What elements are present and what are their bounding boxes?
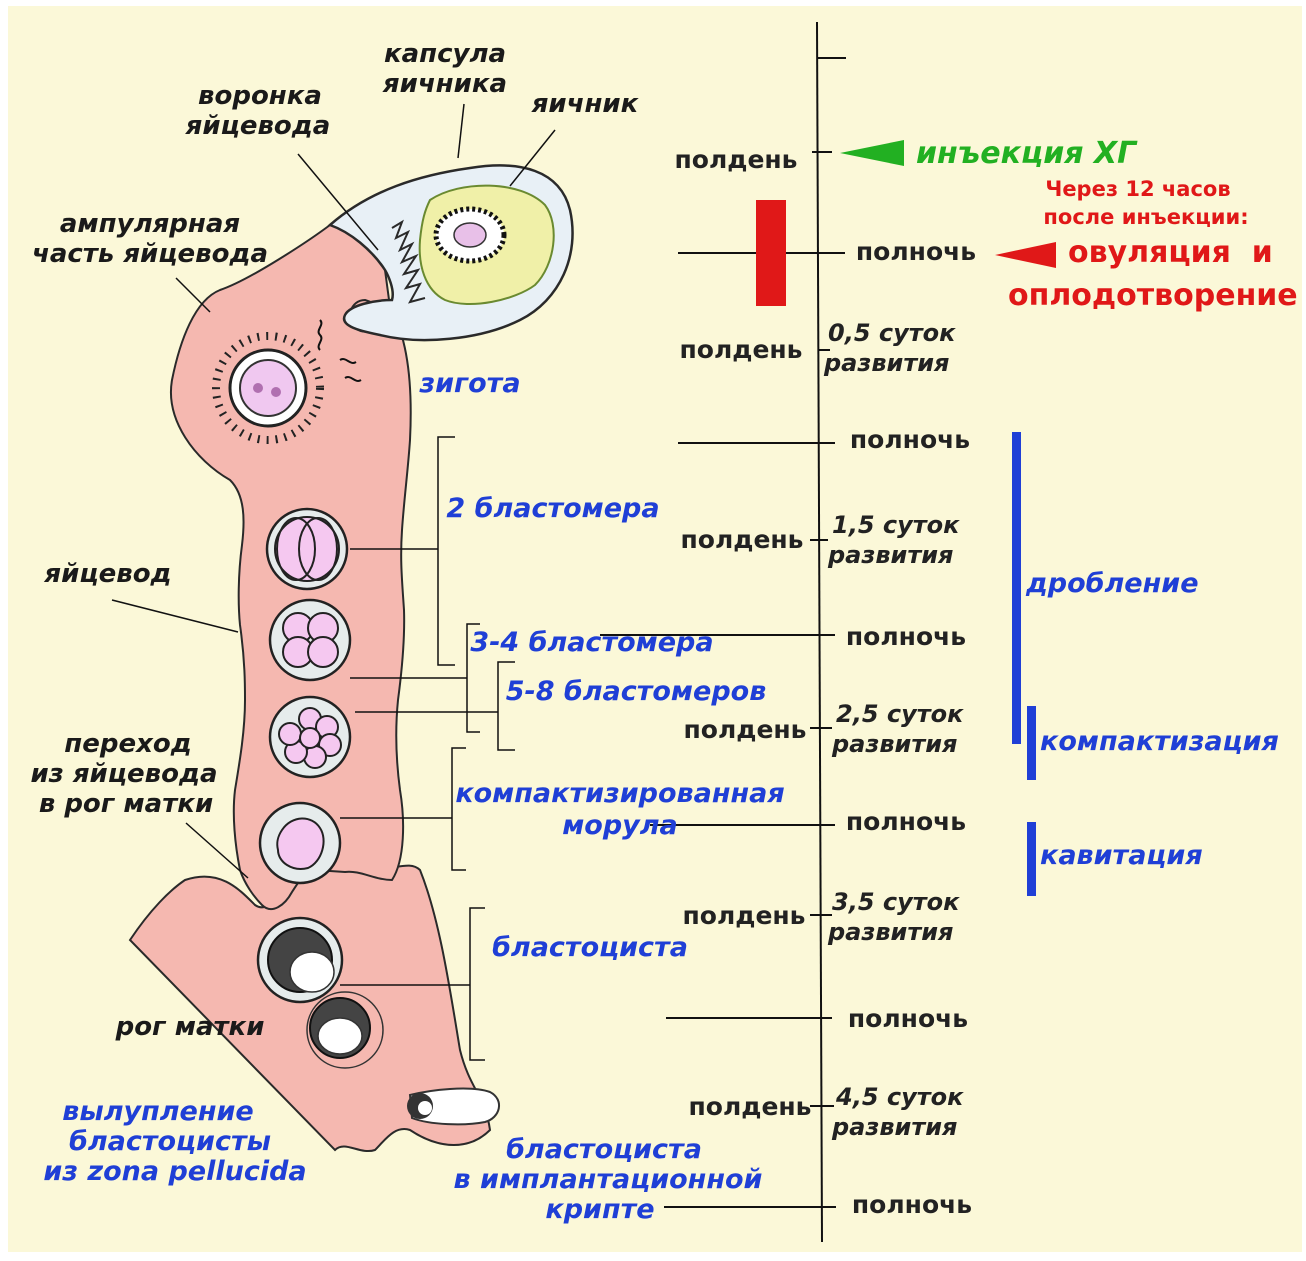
label-uterine-horn: рог матки — [115, 1012, 265, 1042]
day-label-3-5: 3,5 суток — [832, 888, 960, 916]
four-cell-embryo — [270, 600, 350, 680]
midnight-1: полночь — [856, 237, 976, 266]
day-suffix-3-5: развития — [827, 918, 953, 946]
day-label-4-5: 4,5 суток — [835, 1083, 964, 1111]
noon-4: полдень — [684, 715, 807, 744]
label-after-1: Через 12 часов — [1045, 177, 1230, 201]
label-implantation-3: крипте — [545, 1194, 654, 1225]
compaction-bar — [1027, 706, 1036, 780]
label-three-four-cell: 3-4 бластомера — [470, 627, 713, 658]
label-infundibulum-2: яйцевода — [185, 111, 331, 141]
label-hatching-3: из zona pellucida — [43, 1156, 306, 1187]
label-ampulla-2: часть яйцевода — [32, 239, 268, 269]
label-zygote: зигота — [418, 368, 520, 399]
day-suffix-2-5: развития — [831, 730, 957, 758]
cavitation-bar — [1027, 822, 1036, 896]
label-blastocyst: бластоциста — [492, 932, 688, 963]
day-suffix-4-5: развития — [831, 1113, 957, 1141]
blastocyst-implanted — [407, 1089, 499, 1125]
noon-6: полдень — [689, 1092, 812, 1121]
day-suffix-1-5: развития — [827, 541, 953, 569]
label-implantation-2: в имплантационной — [454, 1164, 763, 1195]
label-cavitation: кавитация — [1040, 840, 1203, 871]
midnight-2: полночь — [850, 425, 970, 454]
label-ampulla-1: ампулярная — [60, 209, 240, 239]
label-cleavage: дробление — [1025, 568, 1199, 599]
label-implantation-1: бластоциста — [506, 1134, 702, 1165]
label-oviduct: яйцевод — [43, 559, 171, 589]
midnight-5: полночь — [848, 1004, 968, 1033]
label-junction-2: из яйцевода — [30, 759, 217, 789]
oocyte-in-follicle — [454, 223, 486, 247]
eight-cell-embryo — [270, 697, 350, 777]
label-after-2: после инъекции: — [1043, 205, 1248, 229]
label-hatching-1: вылупление — [62, 1096, 254, 1127]
label-hatching-2: бластоцисты — [69, 1126, 271, 1157]
label-ovulation-2: оплодотворение — [1008, 278, 1298, 313]
label-ovary: яичник — [531, 89, 640, 119]
label-junction-3: в рог матки — [39, 789, 213, 819]
noon-2: полдень — [680, 335, 803, 364]
midnight-3: полночь — [846, 622, 966, 651]
midnight-6: полночь — [852, 1190, 972, 1219]
label-hcg: инъекция ХГ — [916, 136, 1138, 171]
label-morula-2: морула — [562, 810, 678, 841]
noon-3: полдень — [681, 525, 804, 554]
noon-1: полдень — [675, 145, 798, 174]
day-label-1-5: 1,5 суток — [832, 511, 960, 539]
ovulation-window-bar — [756, 200, 786, 306]
day-suffix-0-5: развития — [823, 349, 949, 377]
two-cell-embryo — [267, 509, 347, 589]
label-ovulation-1: овуляция и — [1068, 235, 1273, 270]
day-label-2-5: 2,5 суток — [836, 700, 964, 728]
midnight-4: полночь — [846, 807, 966, 836]
label-ovary-capsule-2: яичника — [382, 69, 507, 99]
label-ovary-capsule-1: капсула — [384, 39, 506, 69]
morula — [260, 803, 340, 883]
label-five-eight-cell: 5-8 бластомеров — [506, 676, 767, 707]
cleavage-bar — [1012, 432, 1021, 744]
noon-5: полдень — [683, 901, 806, 930]
label-morula-1: компактизированная — [455, 778, 784, 809]
label-two-cell: 2 бластомера — [446, 493, 659, 524]
label-junction-1: переход — [64, 729, 191, 759]
blastocyst-1 — [258, 918, 342, 1002]
label-infundibulum-1: воронка — [198, 81, 322, 111]
label-compaction: компактизация — [1040, 726, 1279, 757]
day-label-0-5: 0,5 суток — [828, 319, 956, 347]
